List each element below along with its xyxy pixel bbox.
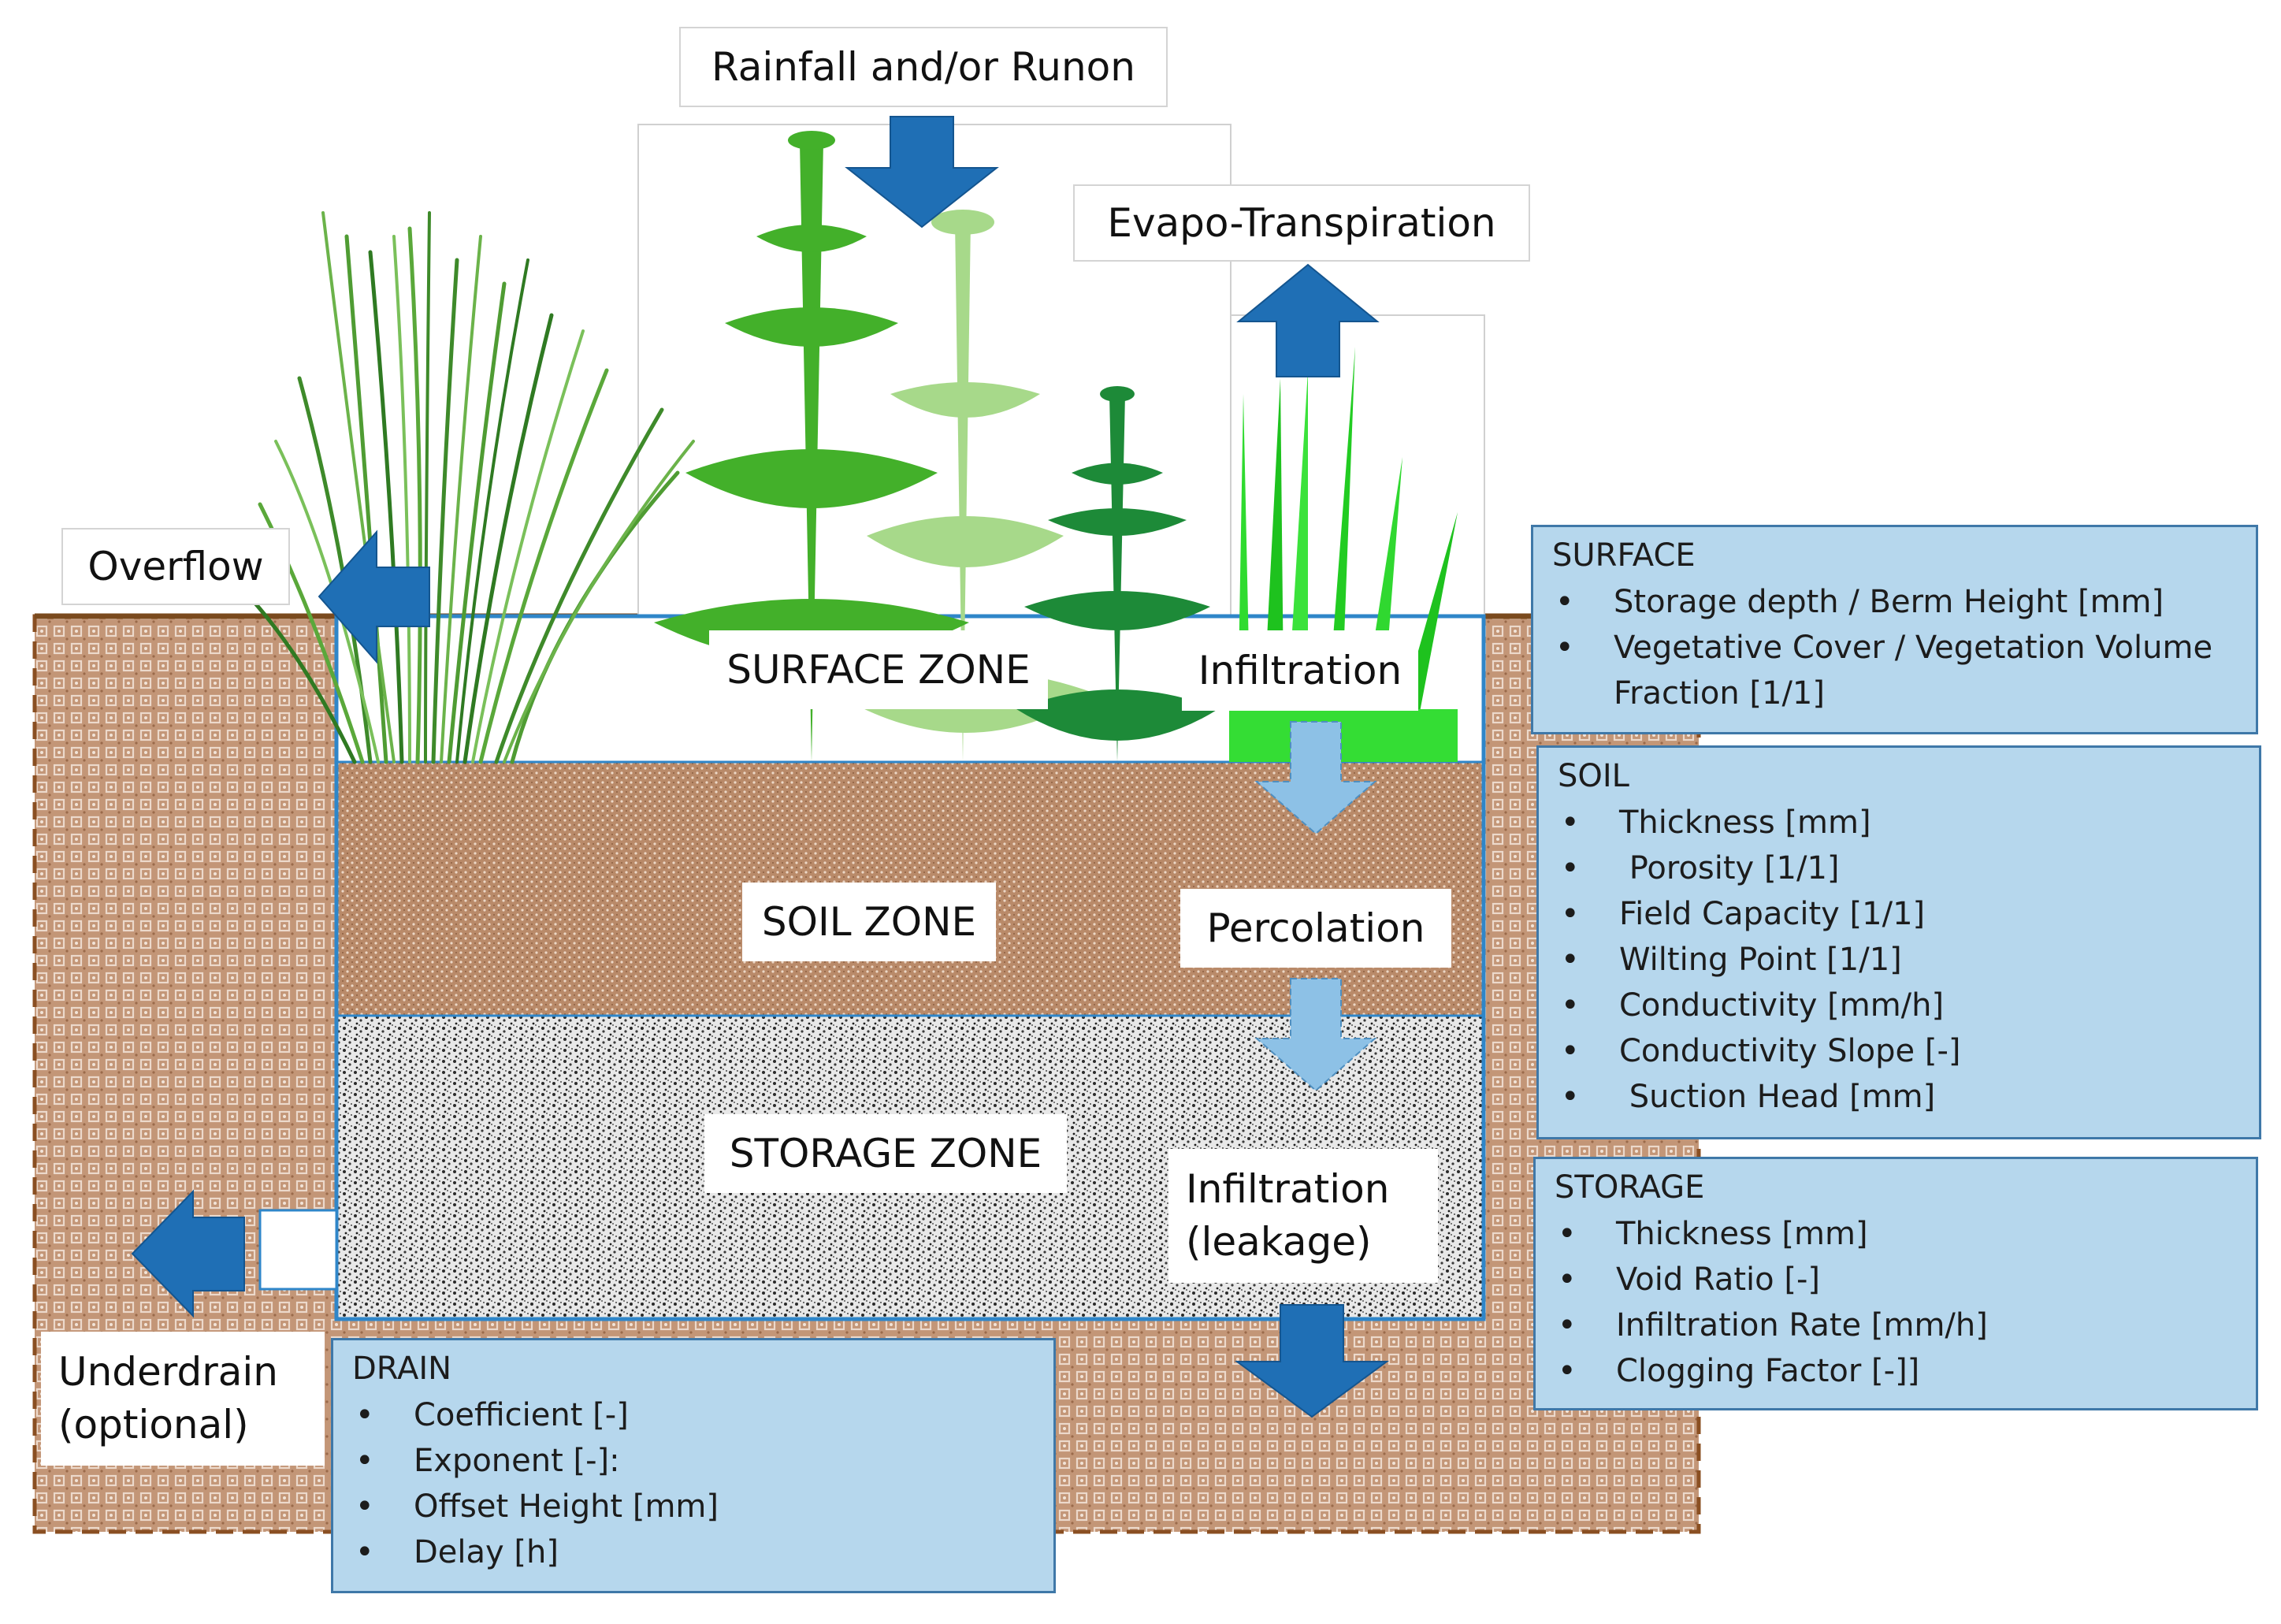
infiltration-arrow-down (1254, 721, 1377, 835)
soil-param-item: Thickness [mm] (1558, 800, 2240, 845)
storage-parameter-list: Thickness [mm] Void Ratio [-] Infiltrati… (1555, 1211, 2237, 1394)
drain-param-item: Offset Height [mm] (352, 1484, 1035, 1529)
underdrain-pipe (258, 1209, 338, 1291)
soil-param-item: Suction Head [mm] (1558, 1074, 2240, 1120)
percolation-arrow-down (1254, 978, 1377, 1092)
surface-parameters-panel: SURFACE Storage depth / Berm Height [mm]… (1531, 525, 2258, 734)
exfiltration-label: Infiltration (leakage) (1168, 1149, 1438, 1283)
drain-parameter-list: Coefficient [-] Exponent [-]: Offset Hei… (352, 1392, 1035, 1575)
storage-zone-label: STORAGE ZONE (704, 1114, 1067, 1193)
surface-param-item: Vegetative Cover / Vegetation Volume Fra… (1552, 625, 2237, 716)
drain-parameters-panel: DRAIN Coefficient [-] Exponent [-]: Offs… (331, 1338, 1056, 1593)
percolation-label: Percolation (1180, 889, 1451, 968)
drain-panel-title: DRAIN (352, 1351, 452, 1387)
underdrain-arrow-left (131, 1189, 245, 1318)
storage-param-item: Void Ratio [-] (1555, 1257, 2237, 1303)
rainfall-label: Rainfall and/or Runon (679, 27, 1168, 107)
tall-grass-illustration (234, 211, 695, 764)
exfiltration-label-line2: (leakage) (1186, 1219, 1372, 1265)
surface-zone-label: SURFACE ZONE (709, 630, 1048, 709)
drain-param-item: Delay [h] (352, 1529, 1035, 1575)
soil-param-item: Porosity [1/1] (1558, 845, 2240, 891)
storage-param-item: Clogging Factor [-]] (1555, 1348, 2237, 1394)
underdrain-label-line2: (optional) (58, 1402, 249, 1447)
overflow-arrow-left (318, 530, 430, 664)
drain-param-item: Exponent [-]: (352, 1438, 1035, 1484)
storage-panel-title: STORAGE (1555, 1169, 1705, 1206)
evapotranspiration-arrow-up (1236, 263, 1380, 377)
soil-param-item: Wilting Point [1/1] (1558, 937, 2240, 983)
surface-panel-title: SURFACE (1552, 537, 1696, 574)
storage-parameters-panel: STORAGE Thickness [mm] Void Ratio [-] In… (1533, 1157, 2258, 1410)
storage-param-item: Thickness [mm] (1555, 1211, 2237, 1257)
surface-parameter-list: Storage depth / Berm Height [mm] Vegetat… (1552, 579, 2237, 716)
soil-parameters-panel: SOIL Thickness [mm] Porosity [1/1] Field… (1536, 745, 2261, 1139)
surface-param-item: Storage depth / Berm Height [mm] (1552, 579, 2237, 625)
dark-green-plant (1016, 386, 1218, 762)
soil-parameter-list: Thickness [mm] Porosity [1/1] Field Capa… (1558, 800, 2240, 1120)
surface-infiltration-label: Infiltration (1182, 630, 1418, 711)
overflow-label: Overflow (61, 528, 290, 605)
rainfall-arrow-down (845, 116, 999, 229)
storage-param-item: Infiltration Rate [mm/h] (1555, 1303, 2237, 1348)
soil-panel-title: SOIL (1558, 758, 1629, 794)
drain-param-item: Coefficient [-] (352, 1392, 1035, 1438)
soil-param-item: Conductivity [mm/h] (1558, 983, 2240, 1028)
underdrain-label-line1: Underdrain (58, 1348, 278, 1395)
soil-zone-label: SOIL ZONE (742, 883, 996, 961)
evapotranspiration-label: Evapo-Transpiration (1073, 184, 1530, 262)
soil-param-item: Conductivity Slope [-] (1558, 1028, 2240, 1074)
underdrain-label: Underdrain (optional) (41, 1332, 325, 1466)
exfiltration-label-line1: Infiltration (1186, 1165, 1390, 1212)
soil-param-item: Field Capacity [1/1] (1558, 891, 2240, 937)
exfiltration-arrow-down (1234, 1304, 1390, 1418)
